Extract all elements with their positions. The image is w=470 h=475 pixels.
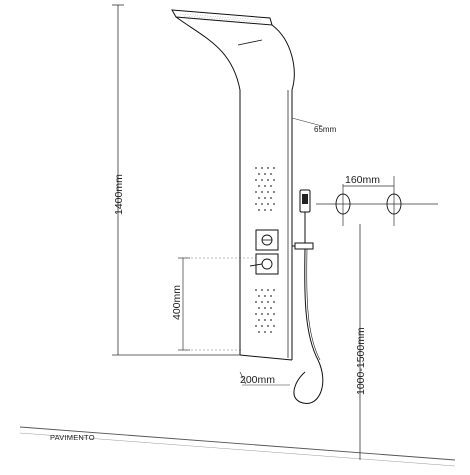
valve-spacing-dimension: 160mm: [316, 174, 438, 226]
lower-jets: [255, 289, 275, 333]
left-valve-outlet: [335, 193, 351, 215]
hand-shower: [292, 189, 324, 404]
mixer-controls: [249, 229, 279, 275]
panel-width-dimension: 200mm: [239, 371, 290, 386]
mixer-height-dimension: 400mm: [171, 257, 262, 351]
panel-depth-label: 65mm: [314, 125, 337, 134]
shower-panel: [171, 9, 324, 404]
right-valve-outlet: [386, 193, 402, 215]
valve-spacing-label: 160mm: [345, 174, 380, 186]
mixer-height-label: 400mm: [171, 285, 183, 320]
panel-depth-dimension: 65mm: [291, 117, 337, 134]
floor: PAVIMENTO: [19, 426, 456, 467]
floor-label: PAVIMENTO: [50, 433, 95, 442]
total-height-dimension: 1400mm: [112, 4, 240, 356]
panel-width-label: 200mm: [240, 374, 275, 386]
install-height-dimension: 1000-1500mm: [355, 224, 367, 460]
upper-jets: [255, 167, 275, 211]
install-height-label: 1000-1500mm: [355, 327, 367, 395]
total-height-label: 1400mm: [113, 174, 125, 215]
